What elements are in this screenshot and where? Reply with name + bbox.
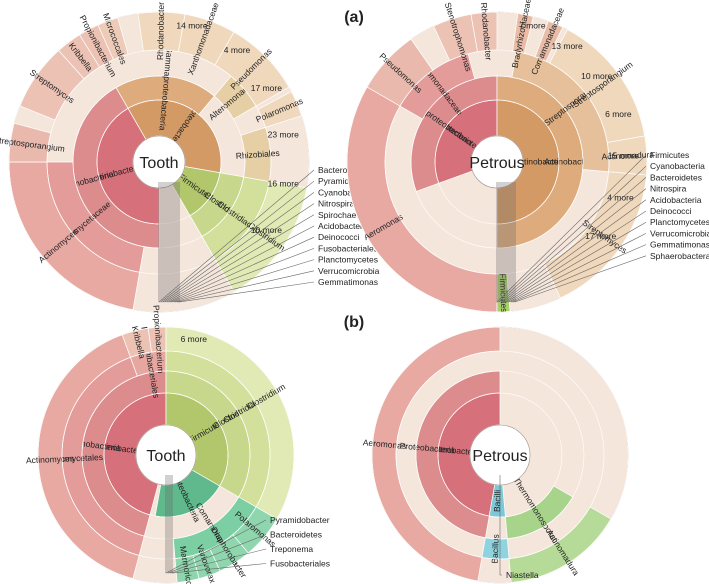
leader-line	[158, 169, 315, 303]
leader-line	[169, 475, 267, 574]
wedge-label: Actinobacteria	[544, 156, 598, 166]
more-label: 4 more	[607, 192, 634, 202]
side-label-fusobacteriales: Fusobacteriales	[318, 243, 378, 253]
side-label-pyramidobacter: Pyramidobacter	[270, 515, 330, 525]
wedge-label: Bacilli	[492, 490, 503, 513]
center-label: Tooth	[139, 155, 178, 172]
side-label-planctomycetes: Planctomycetes	[650, 217, 709, 227]
more-label: 16 more	[268, 179, 299, 189]
side-label-nitrospira: Nitrospira	[650, 184, 687, 194]
wedge-label: Actinomyces	[26, 453, 75, 465]
leader-line	[174, 182, 315, 303]
panel-letter: (b)	[344, 314, 364, 331]
more-label: 17 more	[251, 83, 282, 93]
center-label: Petrous	[469, 155, 524, 172]
side-label-gemmatimonas: Gemmatimonas	[650, 240, 709, 250]
leader-line	[162, 182, 315, 303]
more-label: 6 more	[181, 334, 208, 344]
more-label: 10 more	[251, 225, 282, 235]
side-label-firmicutes: Firmicutes	[650, 150, 689, 160]
side-label-verrucomicrobia: Verrucomicrobia	[650, 228, 709, 238]
center-label: Petrous	[472, 448, 527, 465]
side-label-deinococci: Deinococci	[650, 206, 692, 216]
side-label-gemmatimonas: Gemmatimonas	[318, 277, 378, 287]
side-label-acidobacteria: Acidobacteria	[318, 221, 370, 231]
side-label-cyanobacteria: Cyanobacteria	[650, 161, 705, 171]
leader-line	[514, 182, 647, 303]
side-label-nitrospira: Nitrospira	[318, 199, 355, 209]
more-label: 6 more	[605, 109, 632, 119]
leader-line	[170, 182, 315, 303]
wedge-label: Bacillus	[490, 534, 501, 564]
side-label-bacteroidetes: Bacteroidetes	[650, 172, 702, 182]
leader-line	[510, 182, 647, 303]
wedge-label: Firmicutes	[498, 273, 510, 313]
center-label: Tooth	[146, 448, 185, 465]
wedge-label: Proteobacteria	[426, 443, 482, 458]
wedge-label: Rhodanobacter	[155, 2, 166, 60]
chart-b-petrous: ProteobacteriaBacilliProteobacteriaTherm…	[362, 326, 629, 584]
chart-a-tooth: ActinobacteriaProteobacteriaFirmicutesAc…	[0, 1, 380, 313]
side-label-deinococci: Deinococci	[318, 232, 360, 242]
leader-line	[165, 475, 267, 574]
side-label-niastella: Niastella	[506, 570, 539, 580]
leader-line	[168, 182, 315, 303]
wedge-label: Rhizobiales	[235, 148, 280, 161]
chart-a-petrous: ProteobacteriaActinobacteriaGammaproteob…	[346, 0, 709, 313]
leader-line	[166, 182, 315, 303]
chart-b-tooth: ActinobacteriaFirmicutesProteobacteriaAc…	[26, 305, 330, 584]
leader-line	[160, 180, 315, 303]
side-label-acidobacteria: Acidobacteria	[650, 195, 702, 205]
side-label-treponema: Treponema	[270, 544, 313, 554]
wedge-label: Propionibacterium	[151, 305, 166, 374]
leader-line	[171, 475, 267, 574]
leader-line	[178, 182, 315, 303]
leader-line	[502, 182, 647, 303]
more-label: 13 more	[552, 41, 583, 51]
side-label-bacteroidetes: Bacteroidetes	[318, 165, 370, 175]
side-label-cyanobacteria: Cyanobacteria	[318, 187, 373, 197]
leader-line	[500, 177, 647, 303]
leader-line	[167, 475, 267, 574]
leader-line	[508, 182, 647, 303]
side-label-spirochaetia: Spirochaetia	[318, 210, 366, 220]
more-label: 10 more	[581, 71, 612, 81]
leader-line	[164, 182, 315, 303]
more-label: 15 more	[608, 150, 639, 160]
wedge-label: Actinobacteria	[514, 156, 568, 166]
leader-line	[504, 182, 647, 303]
leader-line	[506, 182, 647, 303]
leader-line	[512, 182, 647, 303]
side-label-planctomycetes: Planctomycetes	[318, 255, 378, 265]
leader-line	[176, 182, 315, 303]
more-label: 7 more	[519, 21, 546, 31]
wedge-label: Proteobacteria	[399, 440, 455, 455]
wedge-label: Aeromonas	[362, 437, 406, 451]
leader-line	[496, 154, 647, 303]
side-label-verrucomicrobia: Verrucomicrobia	[318, 266, 380, 276]
leader-line	[172, 182, 315, 303]
more-label: 4 more	[224, 45, 251, 55]
side-label-fusobacteriales: Fusobacteriales	[270, 559, 330, 569]
side-label-sphaerobacteraceae: Sphaerobacteraceae	[650, 251, 709, 261]
more-label: 14 more	[176, 21, 207, 31]
more-label: 17 more	[585, 231, 616, 241]
wedge-label: Actinomadura	[601, 149, 654, 161]
leader-line	[499, 475, 502, 576]
more-label: 23 more	[268, 129, 299, 139]
leader-line	[498, 165, 647, 303]
panel-letter: (a)	[344, 9, 364, 26]
side-label-bacteroidetes: Bacteroidetes	[270, 530, 322, 540]
